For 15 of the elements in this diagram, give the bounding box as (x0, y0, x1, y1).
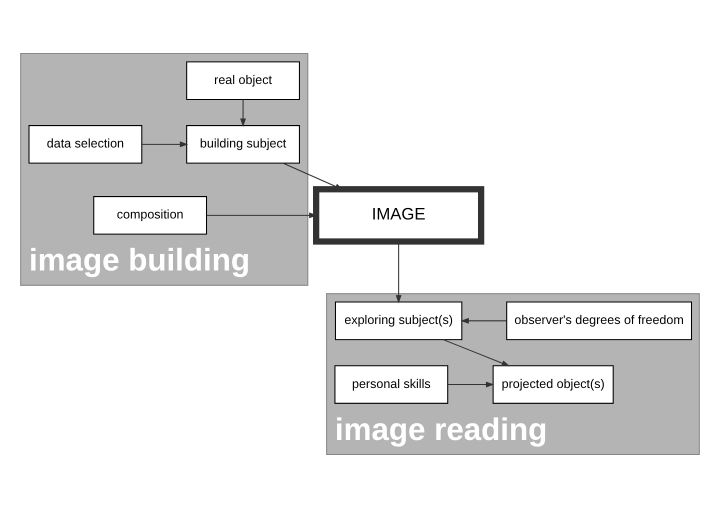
node-box: observer's degrees of freedom (506, 302, 692, 340)
arrow (142, 141, 188, 148)
arrow (460, 318, 506, 324)
arrow (240, 100, 246, 127)
node-box: exploring subject(s) (334, 302, 462, 340)
node-box: personal skills (334, 365, 448, 404)
node-box: real object (186, 61, 300, 100)
node-box: data selection (28, 125, 142, 164)
arrow (448, 382, 494, 388)
node-box: building subject (186, 125, 300, 164)
arrow (443, 339, 510, 366)
node-box: composition (93, 196, 208, 235)
node-box: projected object(s) (492, 365, 614, 404)
node-box: IMAGE (313, 186, 484, 245)
arrow (396, 242, 402, 304)
